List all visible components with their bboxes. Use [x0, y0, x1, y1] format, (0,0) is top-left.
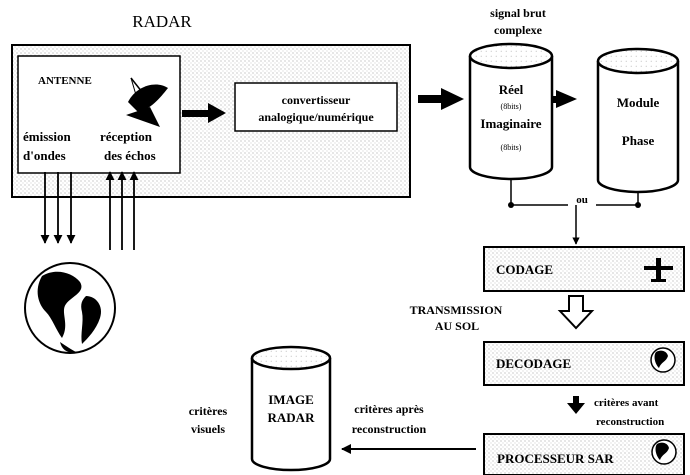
arrow-decodage-to-processor: [567, 396, 585, 414]
criteria-before-line2: reconstruction: [596, 416, 664, 428]
signal-title-line2: complexe: [494, 23, 543, 37]
transmission-arrow: [557, 295, 595, 330]
image-radar-cylinder: [250, 345, 332, 472]
reception-line2: des échos: [104, 148, 156, 163]
emission-line1: émission: [23, 129, 71, 144]
criteria-after-line1: critères après: [354, 402, 424, 416]
converter-line1: convertisseur: [282, 93, 351, 107]
reception-line1: réception: [100, 129, 153, 144]
decodage-label: DECODAGE: [496, 356, 571, 371]
or-connector: [510, 180, 639, 245]
signal-cylinder-module-phase: [596, 47, 680, 194]
visual-criteria-line2: visuels: [191, 422, 225, 436]
arrow-converter-to-signal: [418, 88, 464, 110]
processor-globe-icon: [651, 439, 677, 465]
image-label-line2: RADAR: [268, 410, 316, 425]
real-bits: (8bits): [501, 102, 522, 111]
radar-title: RADAR: [132, 12, 192, 31]
phase-label: Phase: [622, 133, 655, 148]
or-junction-right: [635, 202, 641, 208]
transmission-line1: TRANSMISSION: [410, 303, 503, 317]
antenna-label: ANTENNE: [38, 75, 92, 87]
arrow-antenna-to-converter: [182, 103, 226, 123]
codage-label: CODAGE: [496, 262, 553, 277]
criteria-before-line1: critères avant: [594, 397, 659, 409]
imaginary-bits: (8bits): [501, 143, 522, 152]
emission-arrows: [40, 172, 76, 244]
reception-arrows: [105, 171, 139, 250]
or-label: ou: [576, 194, 588, 206]
airplane-icon: [644, 258, 673, 282]
decodage-box: [483, 341, 685, 386]
decodage-globe-icon: [650, 347, 676, 373]
imaginary-label: Imaginaire: [480, 116, 541, 131]
processor-label: PROCESSEUR SAR: [497, 451, 614, 466]
converter-line2: analogique/numérique: [258, 110, 374, 124]
signal-cylinder-real-imaginary: [468, 42, 554, 181]
criteria-after-line2: reconstruction: [352, 422, 427, 436]
emission-line2: d'ondes: [23, 148, 66, 163]
transmission-line2: AU SOL: [435, 319, 479, 333]
module-label: Module: [617, 95, 660, 110]
or-junction-left: [508, 202, 514, 208]
satellite-dish-icon: [126, 77, 168, 127]
image-label-line1: IMAGE: [268, 392, 314, 407]
processor-box: [483, 433, 685, 475]
signal-title-line1: signal brut: [490, 6, 546, 20]
real-label: Réel: [499, 82, 524, 97]
globe-icon: [24, 262, 116, 354]
converter-box: [234, 82, 398, 132]
visual-criteria-line1: critères: [189, 404, 228, 418]
